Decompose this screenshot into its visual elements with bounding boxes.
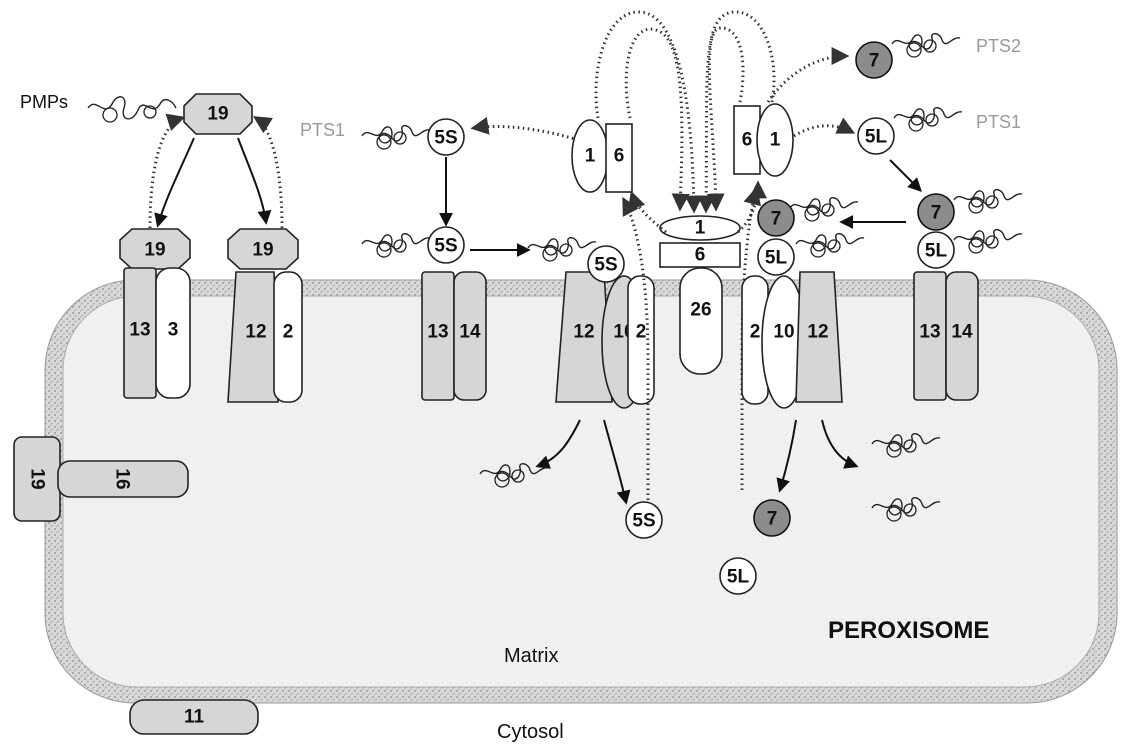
svg-text:14: 14 — [459, 322, 481, 343]
complex-19-13-3: 19 13 3 — [120, 229, 190, 398]
svg-text:7: 7 — [771, 209, 782, 230]
svg-text:5L: 5L — [765, 248, 788, 269]
svg-text:19: 19 — [207, 104, 228, 125]
svg-text:14: 14 — [951, 322, 973, 343]
pmp-cargo — [88, 97, 176, 122]
svg-text:7: 7 — [767, 509, 778, 530]
svg-text:5S: 5S — [632, 511, 655, 532]
pts1-left-label: PTS1 — [300, 120, 345, 140]
svg-text:12: 12 — [807, 322, 828, 343]
svg-text:12: 12 — [573, 322, 594, 343]
pex7-cytosolic: 7 — [856, 42, 892, 78]
svg-text:5S: 5S — [434, 236, 457, 257]
pex1-pex6-right: 6 1 — [734, 104, 793, 176]
svg-text:13: 13 — [427, 322, 448, 343]
svg-text:6: 6 — [614, 146, 625, 167]
svg-text:19: 19 — [252, 240, 273, 261]
pts1-right-label: PTS1 — [976, 112, 1021, 132]
svg-text:13: 13 — [919, 322, 940, 343]
svg-text:13: 13 — [129, 320, 150, 341]
svg-text:5S: 5S — [434, 128, 457, 149]
svg-text:5L: 5L — [925, 241, 948, 262]
svg-text:7: 7 — [869, 51, 880, 72]
svg-text:2: 2 — [636, 322, 647, 343]
pmps-label: PMPs — [20, 92, 68, 112]
pex7-released: 7 — [754, 500, 790, 536]
complex-13-14-left: 13 14 — [422, 272, 486, 400]
pex11: 11 — [130, 700, 258, 734]
pex5l-cytosolic: 5L — [858, 118, 894, 154]
svg-text:6: 6 — [742, 130, 753, 151]
svg-text:5L: 5L — [727, 567, 750, 588]
svg-text:1: 1 — [770, 130, 781, 151]
pex5s-cytosolic: 5S — [428, 119, 464, 155]
svg-text:19: 19 — [144, 240, 165, 261]
svg-text:7: 7 — [931, 203, 942, 224]
pex5l-released: 5L — [720, 558, 756, 594]
svg-text:10: 10 — [773, 322, 794, 343]
svg-text:2: 2 — [283, 322, 294, 343]
matrix-label: Matrix — [504, 645, 558, 667]
cytosol-label: Cytosol — [497, 721, 564, 743]
svg-text:2: 2 — [750, 322, 761, 343]
svg-text:5S: 5S — [594, 255, 617, 276]
svg-text:6: 6 — [695, 245, 706, 266]
complex-19-12-2: 19 12 2 — [228, 229, 302, 402]
complex-12-10-2-left: 12 10 2 5S — [556, 246, 654, 408]
svg-text:11: 11 — [184, 707, 205, 728]
pex5s-released: 5S — [626, 502, 662, 538]
pex5s-docking: 5S — [428, 227, 464, 263]
svg-text:1: 1 — [695, 218, 706, 239]
svg-text:3: 3 — [168, 320, 179, 341]
pex19-cytosolic: 19 — [184, 94, 252, 134]
svg-text:16: 16 — [112, 468, 133, 489]
peroxisome-label: PEROXISOME — [828, 617, 989, 644]
svg-text:12: 12 — [245, 322, 266, 343]
pts2-label: PTS2 — [976, 36, 1021, 56]
svg-text:26: 26 — [690, 300, 711, 321]
pex1-pex6-left: 1 6 — [572, 120, 632, 192]
svg-text:1: 1 — [585, 146, 596, 167]
svg-text:5L: 5L — [865, 127, 888, 148]
svg-text:19: 19 — [27, 468, 48, 489]
